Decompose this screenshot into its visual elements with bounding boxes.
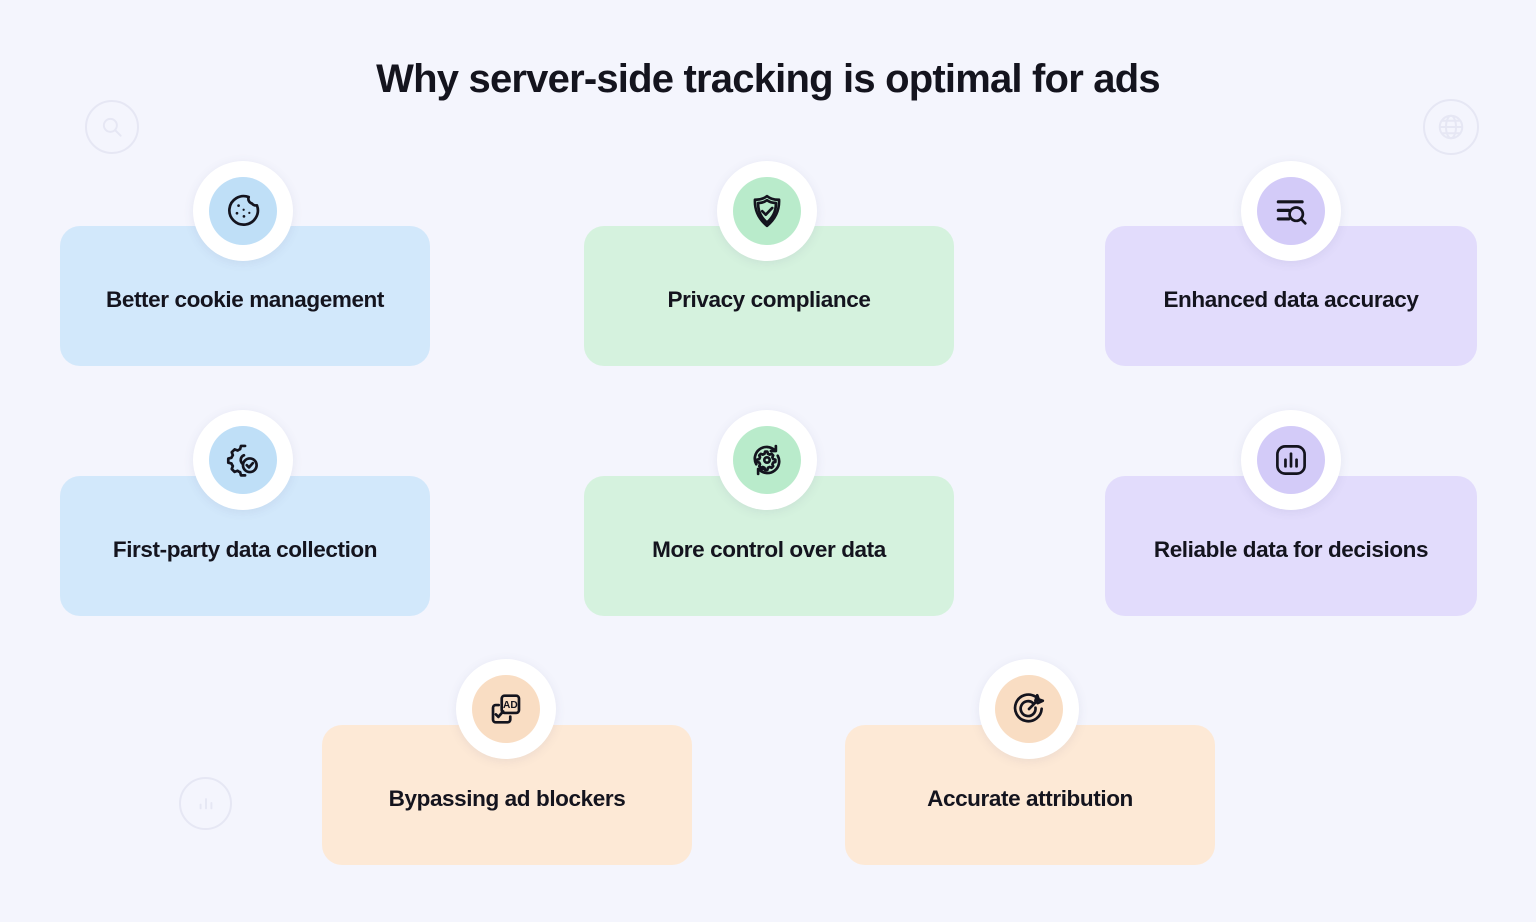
gear-refresh-icon	[733, 426, 801, 494]
shield-check-icon	[733, 177, 801, 245]
benefit-card-badge-bypassing-ad-blockers: AD	[456, 659, 556, 759]
ad-block-icon: AD	[472, 675, 540, 743]
benefit-card-label: More control over data	[652, 536, 886, 562]
benefit-card-badge-accurate-attribution	[979, 659, 1079, 759]
bar-chart-box-icon	[1257, 426, 1325, 494]
benefit-card-badge-more-control-over-data	[717, 410, 817, 510]
svg-text:AD: AD	[503, 700, 518, 711]
benefit-card-label: Better cookie management	[106, 286, 384, 312]
search-icon	[85, 100, 139, 154]
benefit-card-label: Privacy compliance	[667, 286, 871, 312]
benefit-card-label: Accurate attribution	[927, 785, 1133, 811]
benefit-card-label: First-party data collection	[112, 536, 378, 562]
page-title: Why server-side tracking is optimal for …	[376, 57, 1160, 101]
cookie-icon	[209, 177, 277, 245]
benefit-card-label: Bypassing ad blockers	[388, 785, 626, 811]
benefit-card-badge-first-party-data-collection	[193, 410, 293, 510]
benefit-card-badge-privacy-compliance	[717, 161, 817, 261]
data-search-icon	[1257, 177, 1325, 245]
benefit-card-badge-enhanced-data-accuracy	[1241, 161, 1341, 261]
target-arrow-icon	[995, 675, 1063, 743]
gear-check-icon	[209, 426, 277, 494]
benefit-card-badge-better-cookie-management	[193, 161, 293, 261]
bar-chart-icon	[179, 777, 232, 830]
benefit-card-badge-reliable-data-for-decisions	[1241, 410, 1341, 510]
benefit-card-reliable-data-for-decisions[interactable]: Reliable data for decisions	[1105, 476, 1477, 616]
benefit-card-label: Enhanced data accuracy	[1163, 286, 1419, 312]
benefit-card-label: Reliable data for decisions	[1153, 536, 1429, 562]
globe-icon	[1423, 99, 1479, 155]
